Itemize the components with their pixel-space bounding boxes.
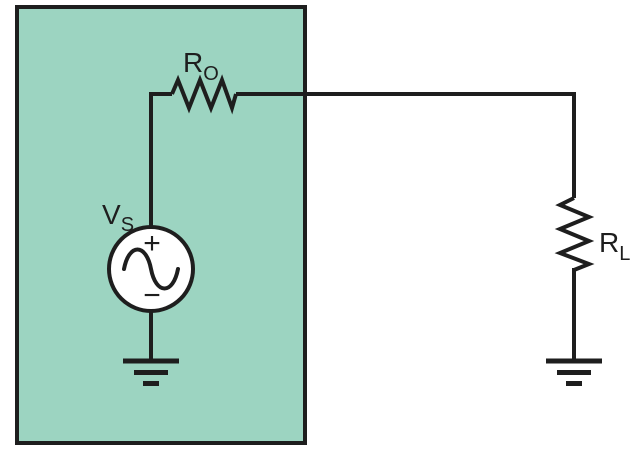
source-plus-sign: + <box>143 227 161 260</box>
wire-ro-to-rl <box>236 92 576 198</box>
ro-label-base: R <box>183 47 203 78</box>
ground-symbol-right <box>546 358 602 386</box>
resistor-ro-symbol <box>170 74 238 115</box>
sine-wave-icon <box>122 247 180 291</box>
rl-label: RL <box>599 227 630 265</box>
source-box <box>15 5 307 445</box>
rl-label-base: R <box>599 227 619 258</box>
source-minus-sign: − <box>143 279 161 312</box>
vs-label-base: V <box>102 199 121 230</box>
ro-label-subscript: O <box>203 63 219 85</box>
resistor-rl-symbol <box>554 196 595 272</box>
wire-source-to-ro <box>149 92 172 230</box>
vs-label-subscript: S <box>121 214 134 236</box>
vs-label: VS <box>102 199 134 236</box>
ro-label: RO <box>183 47 219 85</box>
ground-symbol-left <box>123 358 179 386</box>
rl-label-subscript: L <box>619 243 630 265</box>
